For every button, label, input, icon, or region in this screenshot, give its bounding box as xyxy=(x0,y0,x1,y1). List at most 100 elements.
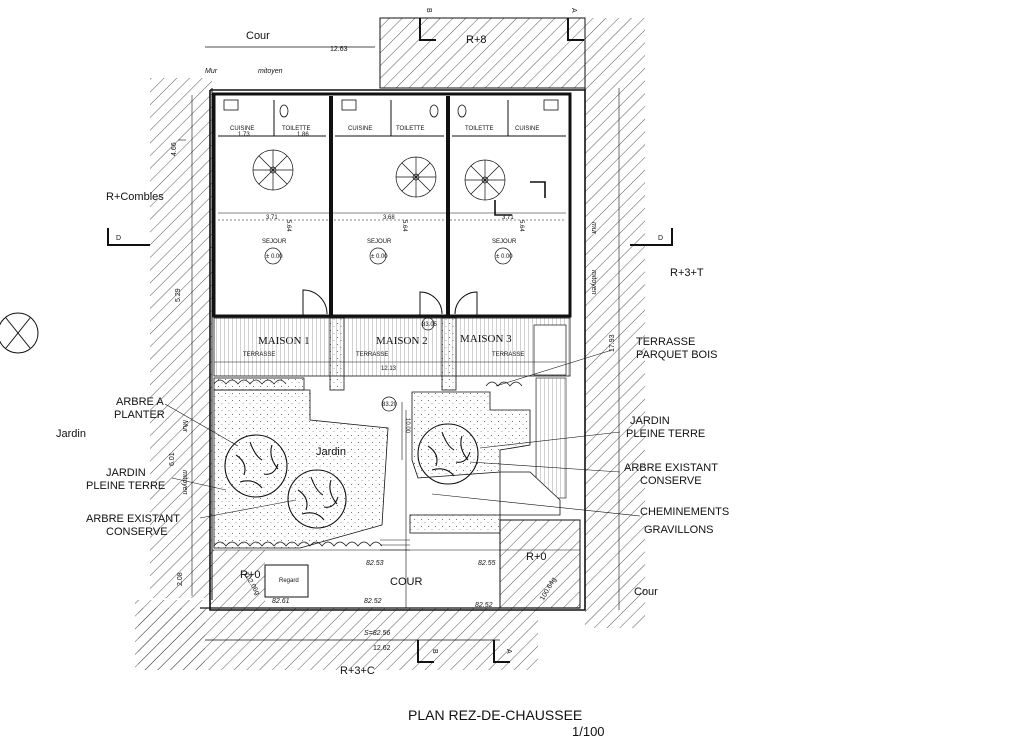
zone-labels: Jardin COUR Regard xyxy=(279,446,422,588)
dim-left-5-29: 5.29 xyxy=(175,288,182,302)
callout-terrasse-1: TERRASSE xyxy=(636,336,695,348)
spiral-stair-icon xyxy=(252,149,506,201)
maison-1-label: MAISON 1 xyxy=(258,335,310,347)
label-r3t: R+3+T xyxy=(670,267,704,279)
dim-top-width: 12.63 xyxy=(330,46,348,53)
zone-jardin: Jardin xyxy=(316,446,346,458)
label-jardin-left: Jardin xyxy=(56,428,86,440)
terrasse-m2: TERRASSE xyxy=(356,352,388,358)
label-r0-right: R+0 xyxy=(526,551,547,563)
dim-m2-width: 3.68 xyxy=(383,215,395,221)
label-r3c: R+3+C xyxy=(340,665,375,677)
zone-regard: Regard xyxy=(279,578,299,584)
room-toilette-m1: TOILETTE xyxy=(282,126,311,132)
dim-m2-depth: 5.64 xyxy=(401,220,407,232)
callout-arbre-exist-left-1: ARBRE EXISTANT xyxy=(86,513,180,525)
callout-jardin-right-2: PLEINE TERRE xyxy=(626,428,705,440)
room-cuisine-m2: CUISINE xyxy=(348,126,372,132)
hedges xyxy=(213,379,523,547)
room-sejour-m2: SEJOUR xyxy=(367,239,392,245)
wall-mitoyen-top: mitoyen xyxy=(258,68,283,75)
callout-terrasse-2: PARQUET BOIS xyxy=(636,349,718,361)
dim-m1-depth: 5.64 xyxy=(285,220,291,232)
callout-arbre-planter-2: PLANTER xyxy=(114,409,165,421)
callout-arbre-exist-right-1: ARBRE EXISTANT xyxy=(624,462,718,474)
dim-right-17-93: 17.93 xyxy=(609,334,616,352)
level-m3: ± 0.00 xyxy=(496,254,513,260)
dim-left-4-66: 4.66 xyxy=(171,142,178,156)
callout-chemin-2: GRAVILLONS xyxy=(644,524,714,536)
section-letters: B A D D B A xyxy=(116,8,663,654)
section-b-bottom: B xyxy=(431,649,438,654)
room-sejour-m3: SEJOUR xyxy=(492,239,517,245)
room-toilette-m2: TOILETTE xyxy=(396,126,425,132)
level-seuil: S=82.56 xyxy=(364,630,390,637)
level-terrace: 83.05 xyxy=(422,322,438,328)
neighbour-buildings xyxy=(135,17,645,670)
room-cuisine-m3: CUISINE xyxy=(515,126,539,132)
surrounding-labels: Cour R+8 R+Combles R+3+T Jardin Cour R+3… xyxy=(56,30,704,677)
dim-bottom-width: 12.62 xyxy=(373,645,391,652)
north-arrow-icon xyxy=(0,312,39,354)
maison-2-label: MAISON 2 xyxy=(376,335,428,347)
terrasse-m1: TERRASSE xyxy=(243,352,275,358)
zone-cour: COUR xyxy=(390,576,422,588)
callout-jardin-left-1: JARDIN xyxy=(106,467,146,479)
terrace-deck xyxy=(213,317,571,499)
leader-lines xyxy=(164,349,641,519)
label-r-combles: R+Combles xyxy=(106,191,164,203)
dim-garden-10: 10.00 xyxy=(404,418,410,434)
wall-mur-top: Mur xyxy=(205,68,218,75)
section-d-left: D xyxy=(116,235,121,242)
dim-left-6-01: 6.01 xyxy=(169,452,176,466)
dim-m3-width: 3.71 xyxy=(502,215,514,221)
door-swing-icon xyxy=(302,289,478,316)
wall-mitoyen-left: mitoyen xyxy=(181,470,188,495)
callouts: ARBRE A PLANTER JARDIN PLEINE TERRE ARBR… xyxy=(86,336,729,538)
title-block: PLAN REZ-DE-CHAUSSEE 1/100 xyxy=(408,707,605,738)
dim-m1-cuisine: 1.73 xyxy=(238,132,250,138)
label-cour-right: Cour xyxy=(634,586,658,598)
level-c5: 82.52 xyxy=(475,602,493,609)
callout-jardin-left-2: PLEINE TERRE xyxy=(86,480,165,492)
room-sejour-m1: SEJOUR xyxy=(262,239,287,245)
level-m2: ± 0.00 xyxy=(371,254,388,260)
dim-left-2-08: 2.08 xyxy=(177,572,184,586)
level-c2: 82.55 xyxy=(478,560,496,567)
wall-labels: Mur mitoyen Mur mitoyen mur mitoyen xyxy=(181,68,597,495)
label-cour-top: Cour xyxy=(246,30,270,42)
callout-jardin-right-1: JARDIN xyxy=(630,415,670,427)
callout-chemin-1: CHEMINEMENTS xyxy=(640,506,729,518)
section-marks xyxy=(107,18,673,663)
room-cuisine-m1: CUISINE xyxy=(230,126,254,132)
room-labels: CUISINE TOILETTE CUISINE TOILETTE TOILET… xyxy=(230,126,539,358)
tree-icon xyxy=(224,423,479,529)
callout-arbre-exist-left-2: CONSERVE xyxy=(106,526,168,538)
plan-title: PLAN REZ-DE-CHAUSSEE xyxy=(408,707,582,723)
terrasse-m3: TERRASSE xyxy=(492,352,524,358)
wall-mitoyen-right: mitoyen xyxy=(590,270,597,295)
callout-arbre-planter-1: ARBRE A xyxy=(116,396,164,408)
maison-3-label: MAISON 3 xyxy=(460,333,512,345)
level-values: 83.20 83.05 82.53 82.55 82.61 82.52 82.5… xyxy=(272,322,496,637)
level-markers xyxy=(264,247,512,412)
wall-mur-left: Mur xyxy=(181,420,188,433)
wall-mur-right: mur xyxy=(590,222,597,235)
dim-m3-depth: 5.64 xyxy=(518,220,524,232)
room-toilette-m3: TOILETTE xyxy=(465,126,494,132)
level-c3: 82.61 xyxy=(272,598,290,605)
section-a-top: A xyxy=(570,8,577,13)
section-b-top: B xyxy=(425,8,432,13)
dimension-lines xyxy=(178,88,620,610)
plan-scale: 1/100 xyxy=(572,724,605,738)
callout-arbre-exist-right-2: CONSERVE xyxy=(640,475,702,487)
section-a-bottom: A xyxy=(505,649,512,654)
section-d-right: D xyxy=(658,235,663,242)
label-r0-left: R+0 xyxy=(240,569,261,581)
property-boundary xyxy=(205,46,586,641)
dim-inner-width: 12.13 xyxy=(381,366,397,372)
level-m1: ± 0.00 xyxy=(266,254,283,260)
label-r8: R+8 xyxy=(466,34,487,46)
